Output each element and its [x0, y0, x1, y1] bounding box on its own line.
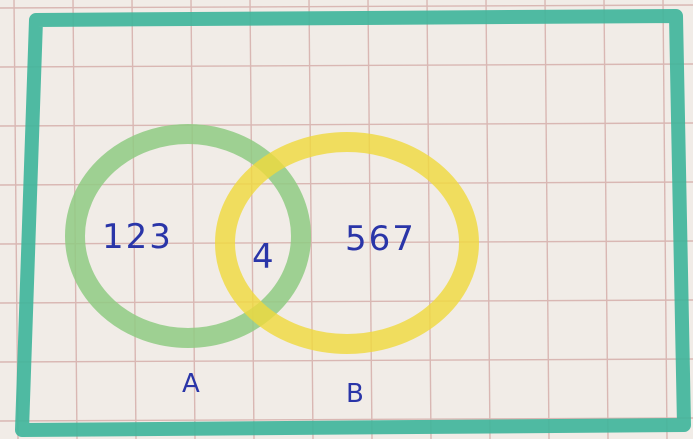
grid-line-vertical: [367, 0, 373, 439]
grid-line-vertical: [131, 0, 137, 439]
grid-line-vertical: [544, 0, 550, 439]
only-a-elements: 123: [102, 217, 173, 257]
grid-line-horizontal: [0, 358, 693, 363]
grid-line-vertical: [485, 0, 491, 439]
grid-line-horizontal: [0, 122, 693, 127]
grid-line-vertical: [603, 0, 609, 439]
grid-line-vertical: [662, 0, 668, 439]
grid-line-vertical: [190, 0, 196, 439]
grid-line-vertical: [308, 0, 314, 439]
set-b-circle: [215, 132, 479, 354]
universe-rectangle: [15, 9, 691, 437]
set-a-circle: [65, 124, 311, 348]
grid-line-vertical: [249, 0, 255, 439]
only-b-elements: 567: [345, 219, 416, 259]
grid-line-horizontal: [0, 63, 693, 68]
set-b-label: B: [346, 379, 364, 409]
intersection-element: 4: [252, 237, 276, 277]
grid-line-horizontal: [0, 417, 693, 422]
grid-line-horizontal: [0, 4, 693, 9]
grid-line-vertical: [426, 0, 432, 439]
set-a-label: A: [182, 369, 200, 399]
grid-line-horizontal: [0, 181, 693, 186]
grid-line-horizontal: [0, 240, 693, 245]
